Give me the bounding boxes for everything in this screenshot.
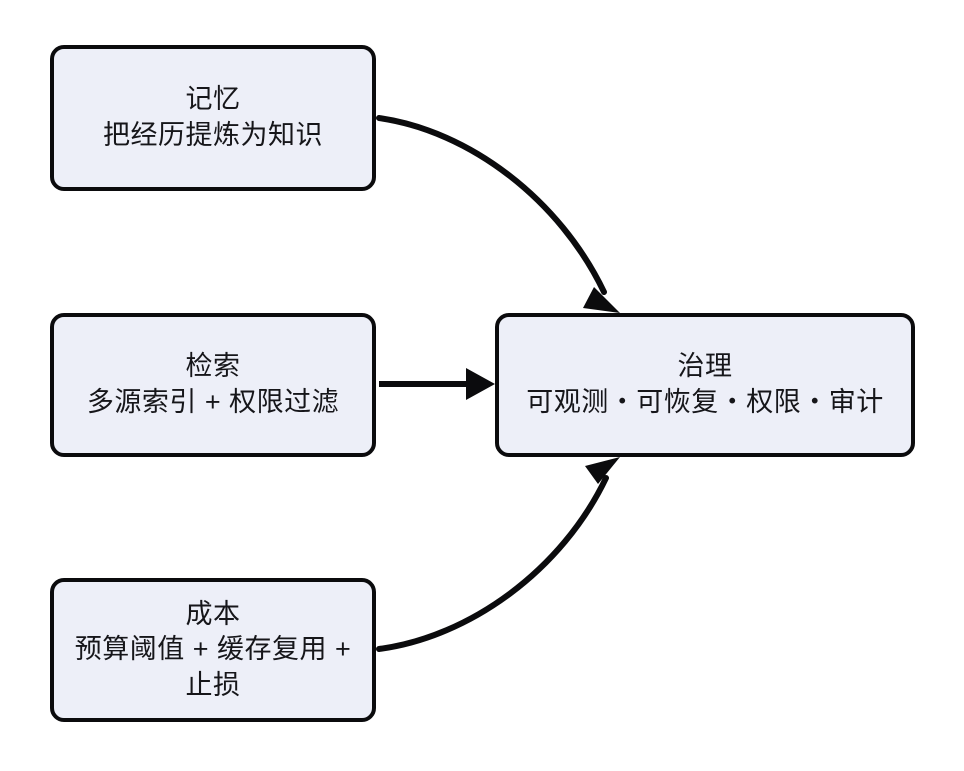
edge-path-cost bbox=[376, 475, 609, 652]
node-memory-subtitle: 把经历提炼为知识 bbox=[103, 120, 323, 150]
node-retrieval-title: 检索 bbox=[185, 351, 241, 382]
node-governance-title: 治理 bbox=[677, 351, 733, 382]
node-memory-title: 记忆 bbox=[185, 84, 241, 115]
node-governance-subtitle: 可观测・可恢复・权限・审计 bbox=[526, 387, 884, 417]
node-memory[interactable]: 记忆 把经历提炼为知识 bbox=[50, 45, 376, 191]
arrowhead-cost bbox=[585, 457, 620, 484]
edge-retrieval-to-governance bbox=[379, 368, 495, 400]
node-governance[interactable]: 治理 可观测・可恢复・权限・审计 bbox=[495, 313, 915, 457]
edge-memory-to-governance bbox=[376, 115, 620, 313]
arrowhead-memory bbox=[583, 287, 620, 313]
node-cost-title: 成本 bbox=[185, 598, 241, 629]
edge-path-memory bbox=[376, 115, 607, 295]
edge-cost-to-governance bbox=[376, 457, 620, 652]
node-cost-subtitle: 预算阈值 + 缓存复用 + 止损 bbox=[74, 634, 352, 700]
arrowhead-retrieval bbox=[466, 368, 495, 400]
node-retrieval[interactable]: 检索 多源索引 + 权限过滤 bbox=[50, 313, 376, 457]
node-cost[interactable]: 成本 预算阈值 + 缓存复用 + 止损 bbox=[50, 578, 376, 722]
node-retrieval-subtitle: 多源索引 + 权限过滤 bbox=[86, 387, 340, 417]
